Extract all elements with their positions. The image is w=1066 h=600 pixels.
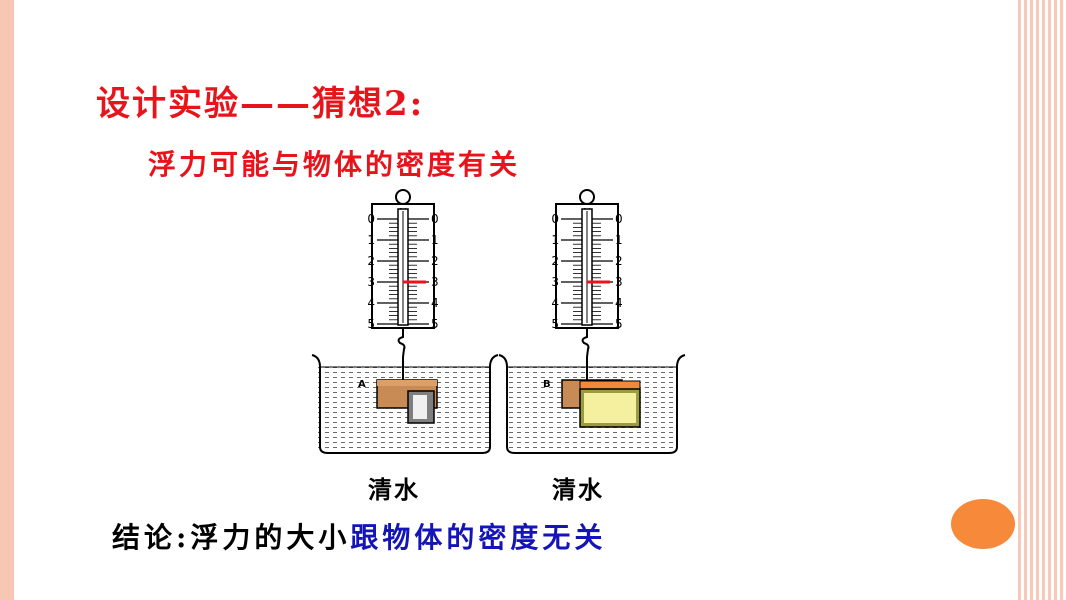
slide-subtitle: 浮力可能与物体的密度有关 <box>148 148 521 181</box>
conclusion: 结论:浮力的大小跟物体的密度无关 <box>112 516 606 556</box>
scale-tick-label: 2 <box>367 254 375 268</box>
left-border-bar <box>0 0 14 600</box>
beaker-b: B <box>498 354 686 454</box>
scale-tick-label: 3 <box>551 275 559 289</box>
scale-tick-label: 1 <box>615 233 623 247</box>
liquid-label-a: 清水 <box>368 475 420 504</box>
label-a: A <box>358 379 366 390</box>
scale-tick-label: 0 <box>367 212 375 226</box>
scale-tick-label: 1 <box>431 233 439 247</box>
scale-tick-label: 0 <box>551 212 559 226</box>
conclusion-prefix: 结论:浮力的大小 <box>112 521 351 554</box>
scale-tick-label: 2 <box>551 254 559 268</box>
orange-dot-decoration <box>951 499 1015 549</box>
liquid-label-b: 清水 <box>552 475 604 504</box>
right-stripe-border <box>1018 0 1066 600</box>
scale-tick-label: 3 <box>367 275 375 289</box>
scale-tick-label: 4 <box>367 296 375 310</box>
scale-tick-label: 2 <box>615 254 623 268</box>
scale-tick-label: 4 <box>431 296 439 310</box>
label-b: B <box>543 379 551 390</box>
scale-tick-label: 4 <box>551 296 559 310</box>
scale-tick-label: 1 <box>367 233 375 247</box>
scale-tick-label: 0 <box>615 212 623 226</box>
conclusion-highlight: 跟物体的密度无关 <box>350 521 607 554</box>
scale-tick-label: 0 <box>431 212 439 226</box>
scale-tick-label: 5 <box>551 317 559 331</box>
scale-tick-label: 5 <box>615 317 623 331</box>
scale-tick-label: 3 <box>431 275 439 289</box>
scale-tick-label: 4 <box>615 296 623 310</box>
scale-ticks-a: 0 0 1 1 2 2 3 3 4 4 5 5 <box>367 212 438 331</box>
beaker-a: A <box>311 354 499 454</box>
scale-tick-label: 5 <box>431 317 439 331</box>
slide-title: 设计实验——猜想2: <box>96 84 425 124</box>
scale-tick-label: 3 <box>615 275 623 289</box>
scale-tick-label: 5 <box>367 317 375 331</box>
scale-tick-label: 1 <box>551 233 559 247</box>
scale-tick-label: 2 <box>431 254 439 268</box>
